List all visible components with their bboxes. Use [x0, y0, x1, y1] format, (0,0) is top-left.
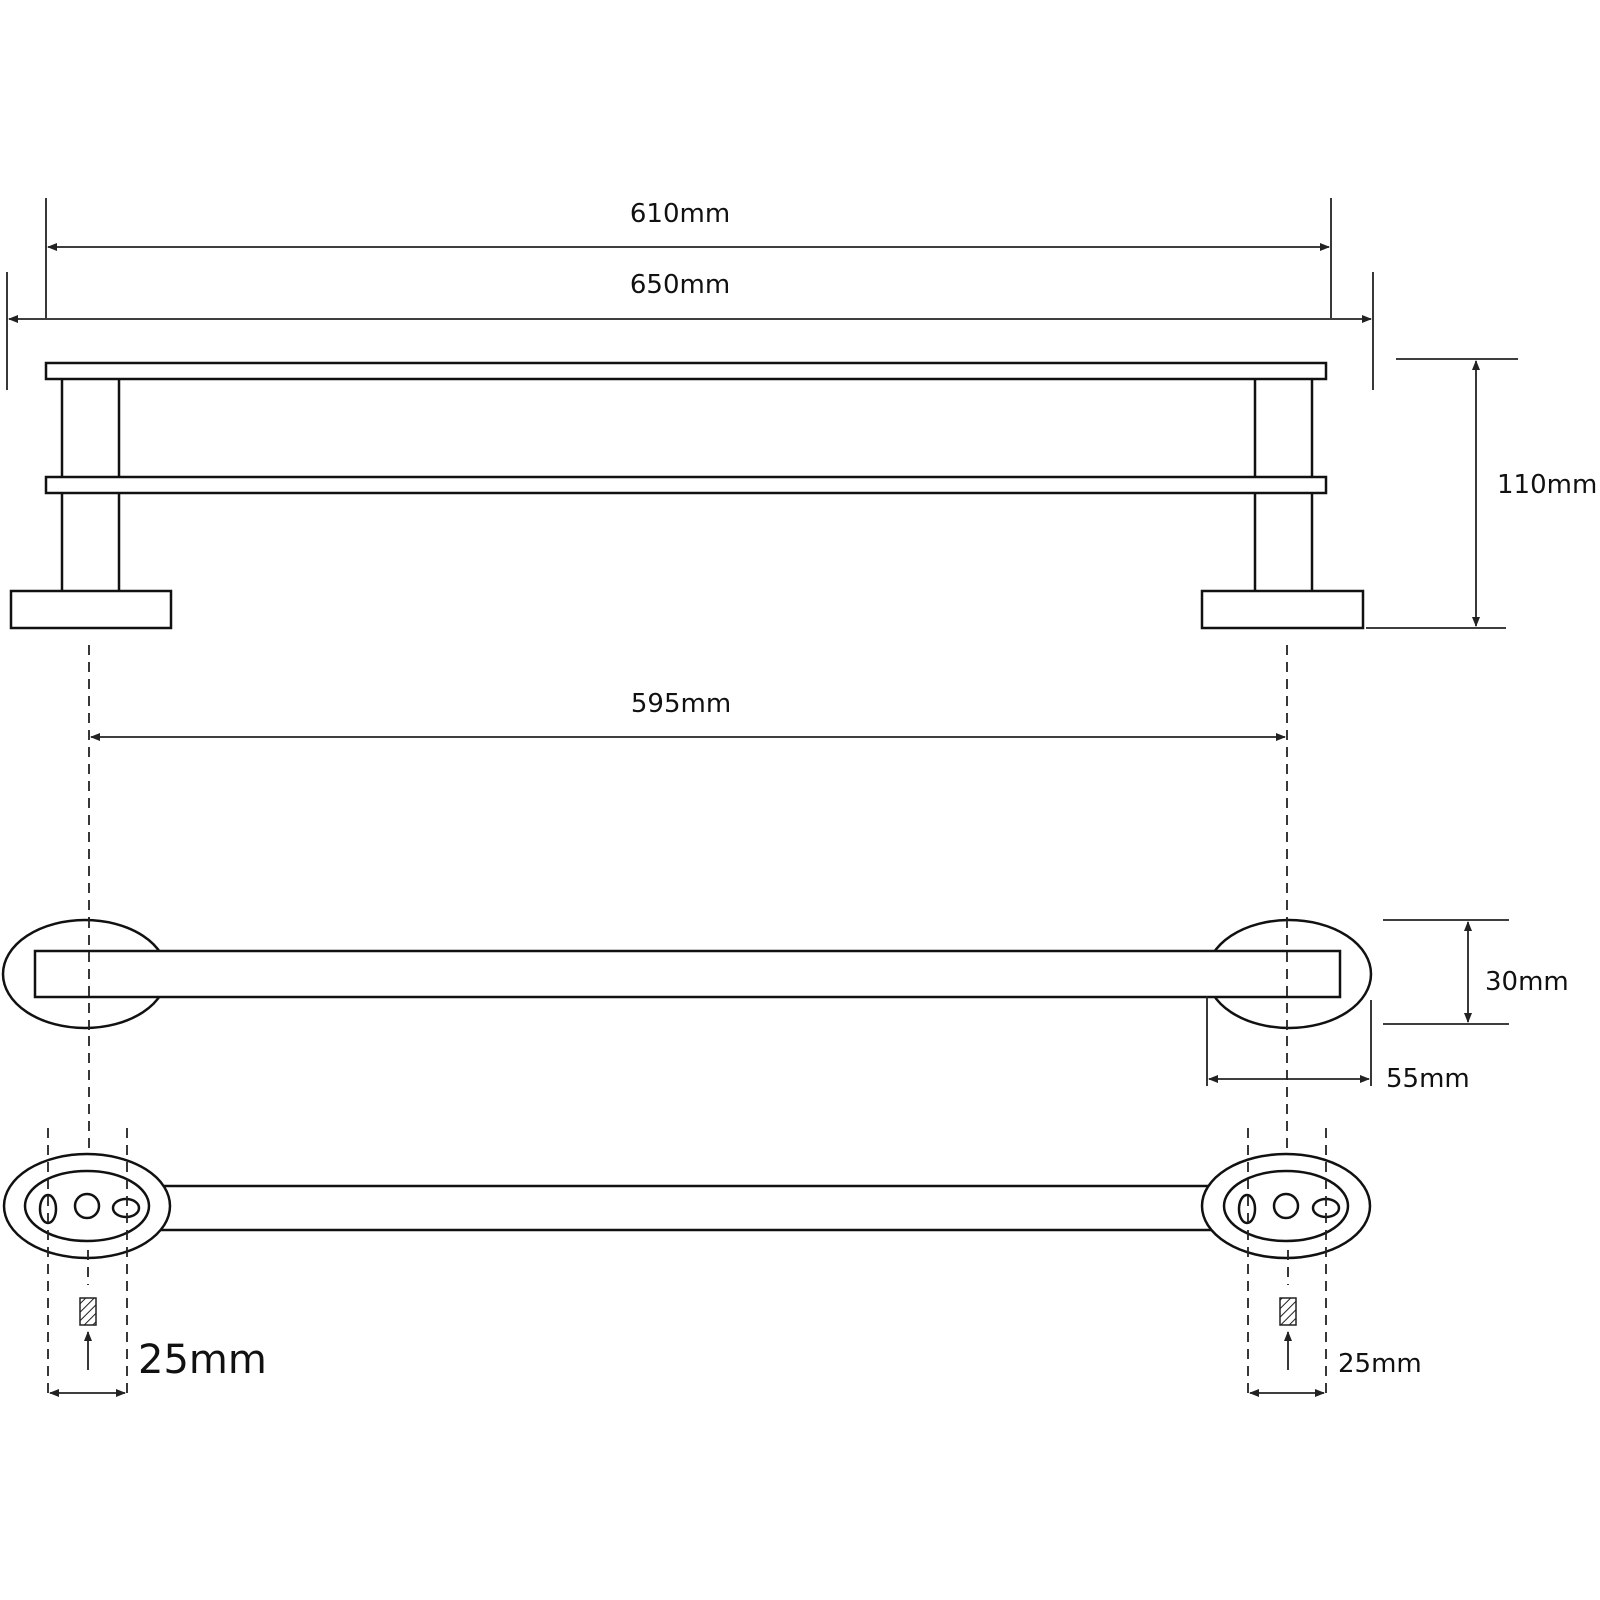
- label-fixing-centres: 595mm: [631, 689, 731, 719]
- label-overall-width: 650mm: [630, 270, 730, 300]
- centre-lines: 595mm: [88, 645, 1288, 1255]
- left-wall-base: [9, 589, 173, 630]
- label-base-width: 55mm: [1386, 1064, 1470, 1094]
- label-hole-spacing-right: 25mm: [1338, 1349, 1422, 1379]
- left-wall-plate-inner: [23, 1169, 151, 1243]
- right-wall-plate: [1200, 1152, 1372, 1260]
- right-centre-hole: [1272, 1192, 1300, 1220]
- label-height: 110mm: [1497, 470, 1597, 500]
- lower-rail: [44, 475, 1328, 495]
- label-rail-length: 610mm: [630, 199, 730, 229]
- left-centre-hole: [73, 1192, 101, 1220]
- rail-rear: [158, 1184, 1222, 1232]
- left-slot-hole-2: [111, 1197, 141, 1219]
- fixing-view: 25mm 25mm: [2, 1128, 1422, 1397]
- left-screw-icon: [79, 1297, 97, 1326]
- right-wall-plate-inner: [1222, 1169, 1350, 1243]
- upper-rail: [44, 361, 1328, 381]
- right-slot-hole-1: [1237, 1193, 1257, 1225]
- label-base-depth: 30mm: [1485, 967, 1569, 997]
- front-elevation: 610mm 650mm 110mm: [6, 198, 1597, 630]
- left-wall-plate: [2, 1152, 172, 1260]
- right-screw-icon: [1279, 1297, 1297, 1326]
- rail-plan: [33, 949, 1342, 999]
- plan-view: 30mm 55mm: [1, 918, 1569, 1094]
- right-wall-base: [1200, 589, 1365, 630]
- label-hole-spacing-left: 25mm: [138, 1337, 267, 1383]
